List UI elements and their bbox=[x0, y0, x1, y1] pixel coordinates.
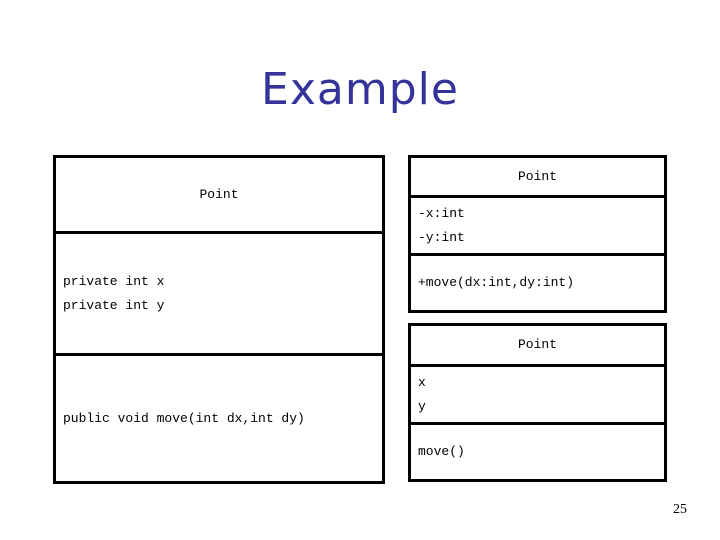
uml-simple-operations-row: move() bbox=[411, 422, 664, 479]
uml-simple-class-box: Point x y move() bbox=[408, 323, 667, 482]
uml-simple-operations-list: move() bbox=[411, 440, 465, 463]
uml-simple-class-name-row: Point bbox=[411, 326, 664, 364]
code-class-box: Point private int x private int y public… bbox=[53, 155, 385, 484]
code-fields-row: private int x private int y bbox=[56, 231, 382, 353]
uml-simple-attribute-line: x bbox=[418, 375, 426, 391]
uml-detailed-class-name: Point bbox=[517, 168, 557, 184]
uml-detailed-attribute-line: -x:int bbox=[418, 206, 465, 222]
code-class-name-row: Point bbox=[56, 158, 382, 231]
code-methods-row: public void move(int dx,int dy) bbox=[56, 353, 382, 481]
code-field-line: private int y bbox=[63, 297, 165, 313]
uml-simple-class-name: Point bbox=[517, 337, 557, 353]
uml-simple-attributes-row: x y bbox=[411, 364, 664, 422]
code-field-line: private int x bbox=[63, 274, 165, 290]
uml-simple-attribute-line: y bbox=[418, 398, 426, 414]
uml-detailed-attributes-list: -x:int -y:int bbox=[411, 202, 465, 248]
uml-detailed-operations-row: +move(dx:int,dy:int) bbox=[411, 253, 664, 310]
uml-simple-attributes-list: x y bbox=[411, 371, 426, 417]
uml-simple-operation-line: move() bbox=[418, 444, 465, 460]
uml-detailed-attributes-row: -x:int -y:int bbox=[411, 195, 664, 253]
uml-detailed-operations-list: +move(dx:int,dy:int) bbox=[411, 271, 574, 294]
page-title: Example bbox=[261, 64, 459, 115]
uml-detailed-class-box: Point -x:int -y:int +move(dx:int,dy:int) bbox=[408, 155, 667, 313]
code-class-name: Point bbox=[199, 186, 239, 202]
page-number: 25 bbox=[673, 502, 687, 517]
code-methods-list: public void move(int dx,int dy) bbox=[56, 407, 305, 430]
code-fields-list: private int x private int y bbox=[56, 270, 164, 316]
uml-detailed-operation-line: +move(dx:int,dy:int) bbox=[418, 275, 575, 291]
uml-detailed-attribute-line: -y:int bbox=[418, 229, 465, 245]
uml-detailed-class-name-row: Point bbox=[411, 158, 664, 195]
code-method-line: public void move(int dx,int dy) bbox=[63, 410, 305, 426]
